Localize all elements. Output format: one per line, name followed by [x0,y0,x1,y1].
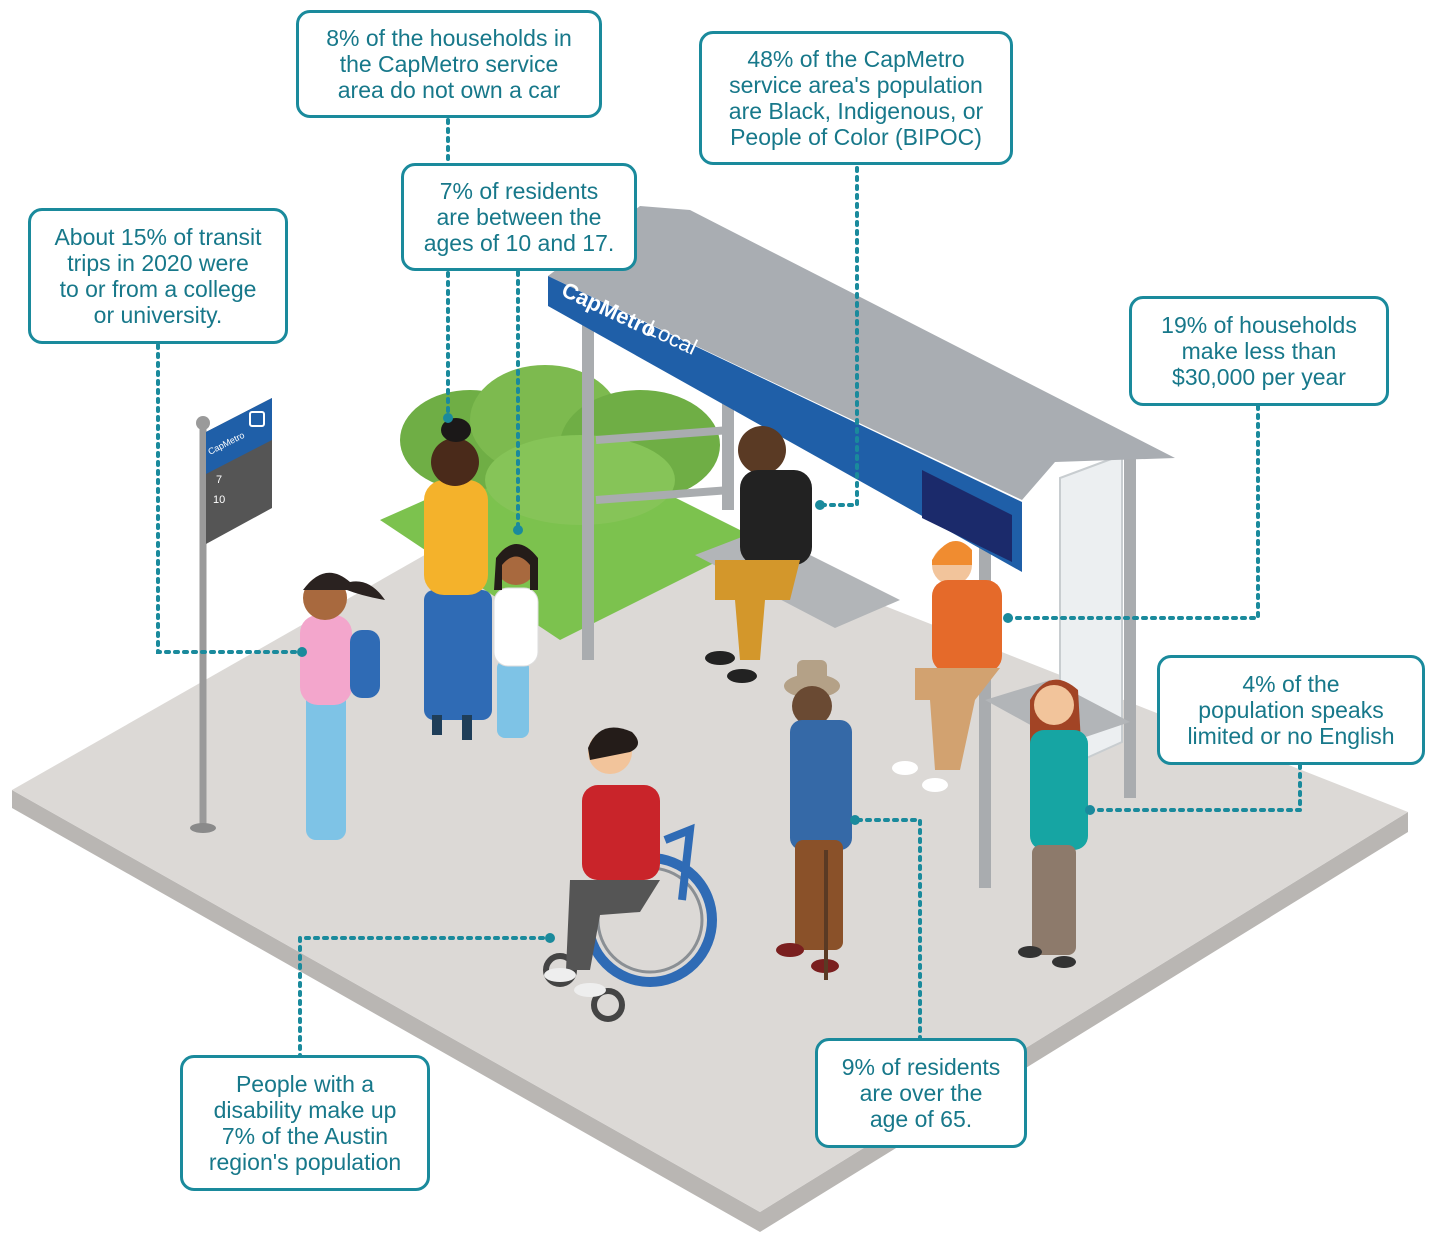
stop-sign-route-2: 10 [213,494,225,506]
callout-over-65: 9% of residents are over the age of 65. [815,1038,1027,1148]
bus-icon [249,411,265,427]
callout-bipoc: 48% of the CapMetro service area's popul… [699,31,1013,165]
man-on-bench [705,426,812,683]
callout-households-car: 8% of the households in the CapMetro ser… [296,10,602,118]
callout-disability: People with a disability make up 7% of t… [180,1055,430,1191]
stop-sign-route-1: 7 [216,474,222,486]
callout-english: 4% of the population speaks limited or n… [1157,655,1425,765]
older-man-with-cane [776,660,852,980]
callout-ages-10-17: 7% of residents are between the ages of … [401,163,637,271]
person-in-wheelchair [543,727,717,1022]
callout-college: About 15% of transit trips in 2020 were … [28,208,288,344]
callout-income: 19% of households make less than $30,000… [1129,296,1389,406]
bus-shelter: CapMetro Local [548,206,1175,888]
woman-in-teal [1018,679,1088,968]
woman-in-yellow [424,418,492,740]
teen-girl [493,544,539,738]
person-in-orange [892,541,1002,792]
leader-endpoints [297,413,1095,943]
girl-with-backpack [300,572,385,840]
bus-stop-sign: CapMetro 7 10 [190,398,272,833]
